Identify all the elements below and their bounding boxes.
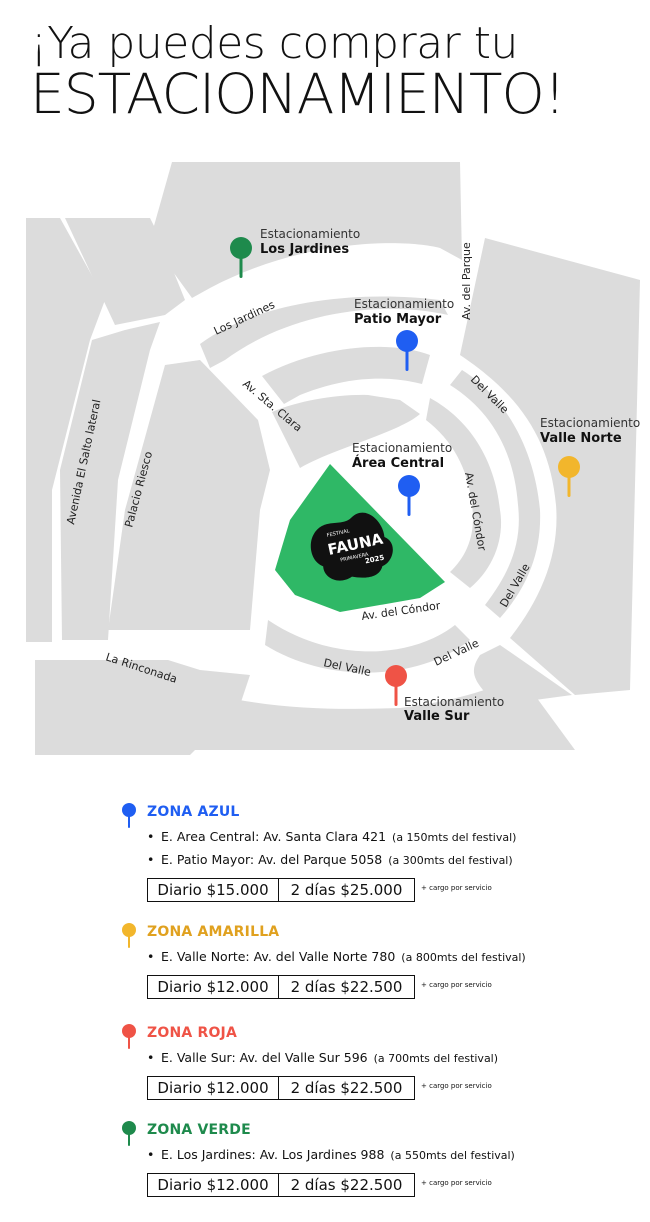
block-core-west [272,394,420,468]
map-pin-icon [230,237,252,278]
festival-logo: FESTIVAL FAUNA PRIMAVERA 2025 [310,512,393,581]
service-fee-note: + cargo por servicio [421,1179,492,1187]
parking-lot-patio-mayor: Estacionamiento Patio Mayor [354,297,454,371]
parking-lot-los-jardines: Estacionamiento Los Jardines [230,227,360,278]
block-east-ring [450,370,541,618]
price-row: Diario $12.000 2 días $22.500 + cargo po… [147,1076,620,1100]
zone-yellow: ZONA AMARILLA • E. Valle Norte: Av. del V… [120,922,620,999]
lot-name: Área Central [352,455,444,471]
parking-lot-valle-norte: Estacionamiento Valle Norte [540,416,640,497]
logo-text-primavera: PRIMAVERA [340,552,370,564]
zone-header: ZONA AZUL [120,802,620,828]
map-pin-icon [396,330,418,371]
road-label: Av. del Parque [460,242,473,320]
price-box: Diario $15.000 2 días $25.000 [147,878,415,902]
lot-prefix: Estacionamiento [540,416,640,430]
zone-title: ZONA VERDE [147,1122,251,1138]
two-day-price: 2 días $22.500 [290,978,403,996]
bullet-dot: • [147,1050,155,1065]
map-pin-icon [385,665,407,706]
price-row: Diario $15.000 2 días $25.000 + cargo po… [147,878,620,902]
map-pin-icon [122,923,136,948]
lot-address: E. Los Jardines: Av. Los Jardines 988 [161,1147,385,1162]
zone-blue: ZONA AZUL • E. Area Central: Av. Santa Cl… [120,802,620,902]
service-fee-note: + cargo por servicio [421,981,492,989]
parking-lot-valle-sur: Estacionamiento Valle Sur [385,665,504,724]
two-day-price: 2 días $22.500 [290,1176,403,1194]
price-row: Diario $12.000 2 días $22.500 + cargo po… [147,975,620,999]
block-northwest-small [65,218,185,325]
zone-header: ZONA AMARILLA [120,922,620,948]
lot-prefix: Estacionamiento [260,227,360,241]
service-fee-note: + cargo por servicio [421,884,492,892]
bullet-dot: • [147,852,155,867]
zone-header: ZONA VERDE [120,1120,620,1146]
block-west-inner [108,360,270,630]
lot-name: Valle Sur [404,709,470,724]
page-title-line-2: ESTACIONAMIENTO! [30,62,566,126]
price-box: Diario $12.000 2 días $22.500 [147,975,415,999]
lot-distance: (a 300mts del festival) [388,854,513,867]
zone-green: ZONA VERDE • E. Los Jardines: Av. Los Jar… [120,1120,620,1197]
lot-name: Los Jardines [260,242,349,257]
block-ring-outer-north [200,296,448,368]
lot-distance: (a 800mts del festival) [401,951,526,964]
daily-price: Diario $12.000 [148,1174,279,1196]
bullet-dot: • [147,949,155,964]
lot-address: E. Valle Sur: Av. del Valle Sur 596 [161,1050,368,1065]
price-box: Diario $12.000 2 días $22.500 [147,1173,415,1197]
logo-splat-shape [310,512,393,581]
block-west-strip [26,218,105,642]
block-east [460,238,640,695]
daily-price: Diario $15.000 [148,879,279,901]
block-inner-east [426,398,502,588]
block-north [150,162,462,298]
lot-prefix: Estacionamiento [352,441,452,455]
price-box: Diario $12.000 2 días $22.500 [147,1076,415,1100]
block-ring-inner-north [262,346,430,404]
lot-prefix: Estacionamiento [354,297,454,311]
daily-price: Diario $12.000 [148,976,279,998]
zone-header: ZONA ROJA [120,1023,620,1049]
two-day-price: 2 días $22.500 [290,1079,403,1097]
lot-distance: (a 150mts del festival) [392,831,517,844]
list-item: • E. Area Central: Av. Santa Clara 421 (a … [120,826,620,849]
map-pin-icon [558,456,580,497]
logo-text-year: 2025 [364,554,385,566]
city-blocks [26,162,640,755]
lot-name: Patio Mayor [354,312,442,327]
lot-distance: (a 550mts del festival) [390,1149,515,1162]
lot-distance: (a 700mts del festival) [373,1052,499,1065]
map-pin-icon [122,1024,136,1049]
logo-text-festival: FESTIVAL [326,528,350,539]
daily-price: Diario $12.000 [148,1077,279,1099]
lot-address: E. Area Central: Av. Santa Clara 421 [161,829,387,844]
map-pin-icon [122,803,136,828]
list-item: • E. Patio Mayor: Av. del Parque 5058 (a 3… [120,849,620,872]
block-west-mid [60,322,160,640]
lot-name: Valle Norte [540,431,622,446]
list-item: • E. Los Jardines: Av. Los Jardines 988 (a… [120,1144,620,1167]
list-item: • E. Valle Sur: Av. del Valle Sur 596 (a 7… [120,1047,620,1070]
bullet-dot: • [147,829,155,844]
zone-title: ZONA ROJA [147,1025,238,1041]
lot-prefix: Estacionamiento [404,695,504,709]
price-row: Diario $12.000 2 días $22.500 + cargo po… [147,1173,620,1197]
parking-lot-area-central: Estacionamiento Área Central [352,441,452,516]
list-item: • E. Valle Norte: Av. del Valle Norte 780… [120,946,620,969]
lot-address: E. Valle Norte: Av. del Valle Norte 780 [161,949,396,964]
page-title-line-1: ¡Ya puedes comprar tu [30,18,518,69]
zone-red: ZONA ROJA • E. Valle Sur: Av. del Valle S… [120,1023,620,1100]
two-day-price: 2 días $25.000 [290,881,403,899]
block-south [185,675,575,750]
zone-title: ZONA AMARILLA [147,924,280,940]
map-pin-icon [398,475,420,516]
bullet-dot: • [147,1147,155,1162]
parking-map: FESTIVAL FAUNA PRIMAVERA 2025 Los Jardin… [26,162,640,755]
lot-address: E. Patio Mayor: Av. del Parque 5058 [161,852,383,867]
zone-title: ZONA AZUL [147,804,240,820]
map-pin-icon [122,1121,136,1146]
service-fee-note: + cargo por servicio [421,1082,492,1090]
block-south-ring [265,620,470,673]
